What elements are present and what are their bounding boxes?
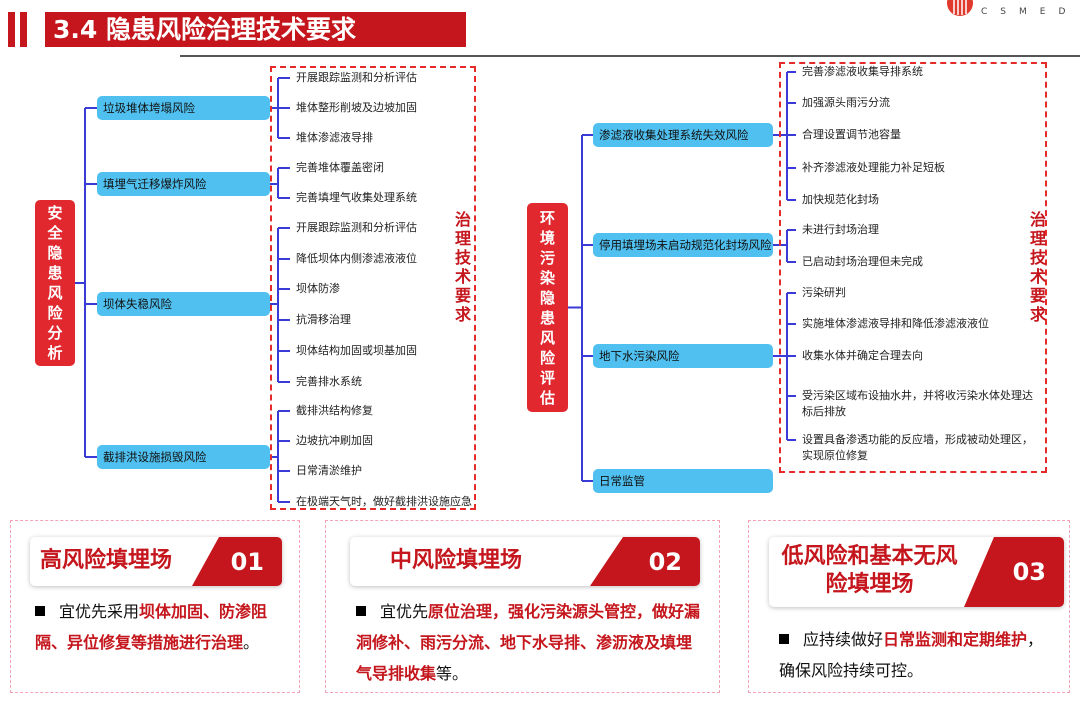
card-text: 宜优先原位治理，强化污染源头管控，做好漏洞修补、雨污分流、地下水导排、渗沥液及填…	[356, 602, 701, 683]
connector-lines	[75, 71, 796, 503]
left-requirement-item: 在极端天气时，做好截排洪设施应急	[296, 495, 472, 508]
right-root-node: 环境污染隐患风险评估	[527, 203, 568, 412]
card-header: 高风险填埋场 01	[30, 537, 282, 586]
left-requirement-item: 坝体防渗	[296, 282, 340, 295]
right-category[interactable]: 停用填埋场未启动规范化封场风险	[593, 233, 773, 257]
page-title: 3.4 隐患风险治理技术要求	[45, 12, 466, 47]
card-number: 03	[964, 537, 1064, 607]
logo: CSMED	[945, 0, 1080, 18]
right-requirement-item: 收集水体并确定合理去向	[802, 349, 923, 362]
left-requirement-item: 坝体结构加固或坝基加固	[296, 344, 417, 357]
card-text: 应持续做好日常监测和定期维护，确保风险持续可控。	[779, 630, 1044, 680]
left-requirements-box	[270, 66, 476, 510]
left-requirement-item: 边坡抗冲刷加固	[296, 434, 373, 447]
left-requirement-item: 抗滑移治理	[296, 313, 351, 326]
left-requirement-item: 完善排水系统	[296, 375, 362, 388]
right-requirement-item: 完善渗滤液收集导排系统	[802, 65, 923, 78]
left-category[interactable]: 截排洪设施损毁风险	[97, 445, 270, 469]
right-requirement-item: 未进行封场治理	[802, 223, 879, 236]
card-medium-risk: 中风险填埋场 02 宜优先原位治理，强化污染源头管控，做好漏洞修补、雨污分流、地…	[325, 520, 720, 693]
card-number: 01	[192, 537, 282, 586]
card-text: 宜优先采用坝体加固、防渗阻隔、异位修复等措施进行治理。	[35, 602, 268, 652]
left-requirement-item: 堆体渗滤液导排	[296, 131, 373, 144]
divider	[180, 55, 1080, 57]
right-requirement-item: 加快规范化封场	[802, 193, 879, 206]
card-low-risk: 低风险和基本无风险填埋场 03 应持续做好日常监测和定期维护，确保风险持续可控。	[748, 520, 1070, 693]
card-number: 02	[590, 537, 700, 586]
svg-text:CSMED: CSMED	[981, 7, 1078, 17]
left-root-node: 安全隐患风险分析	[35, 200, 75, 366]
bullet-icon	[35, 606, 45, 616]
left-requirement-item: 完善堆体覆盖密闭	[296, 161, 384, 174]
right-requirements-box	[779, 62, 1047, 473]
right-requirement-item: 补齐渗滤液处理能力补足短板	[802, 161, 945, 174]
left-requirement-item: 降低坝体内侧渗滤液液位	[296, 252, 417, 265]
bullet-icon	[779, 634, 789, 644]
card-header: 低风险和基本无风险填埋场 03	[769, 537, 1064, 607]
right-side-label: 治理技术要求	[1029, 210, 1046, 324]
right-requirement-item: 合理设置调节池容量	[802, 128, 901, 141]
right-requirement-item: 已启动封场治理但未完成	[802, 255, 923, 268]
title-accent-bar	[8, 12, 15, 47]
right-requirement-item: 加强源头雨污分流	[802, 96, 890, 109]
bullet-icon	[356, 606, 366, 616]
card-title: 高风险填埋场	[40, 548, 173, 573]
card-header: 中风险填埋场 02	[350, 537, 700, 586]
left-requirement-item: 日常清淤维护	[296, 464, 362, 477]
right-requirement-item: 污染研判	[802, 286, 846, 299]
right-category[interactable]: 渗滤液收集处理系统失效风险	[593, 123, 773, 147]
left-requirement-item: 开展跟踪监测和分析评估	[296, 221, 417, 234]
card-title: 中风险填埋场	[390, 548, 523, 573]
left-requirement-item: 完善填埋气收集处理系统	[296, 191, 417, 204]
card-title: 低风险和基本无风险填埋场	[781, 544, 958, 597]
left-side-label: 治理技术要求	[454, 210, 471, 324]
card-high-risk: 高风险填埋场 01 宜优先采用坝体加固、防渗阻隔、异位修复等措施进行治理。	[10, 520, 300, 693]
left-category[interactable]: 坝体失稳风险	[97, 292, 270, 316]
left-requirement-item: 堆体整形削坡及边坡加固	[296, 101, 417, 114]
left-requirement-item: 截排洪结构修复	[296, 404, 373, 417]
right-requirement-item: 设置具备渗透功能的反应墙，形成被动处理区，实现原位修复	[802, 433, 1033, 462]
right-requirement-item: 实施堆体渗滤液导排和降低渗滤液液位	[802, 317, 989, 330]
left-category[interactable]: 填埋气迁移爆炸风险	[97, 172, 270, 196]
right-category[interactable]: 地下水污染风险	[593, 344, 773, 368]
left-category[interactable]: 垃圾堆体垮塌风险	[97, 96, 270, 120]
title-accent-bar	[20, 12, 27, 47]
left-requirement-item: 开展跟踪监测和分析评估	[296, 71, 417, 84]
right-requirement-item: 受污染区域布设抽水井，并将收污染水体处理达标后排放	[802, 389, 1033, 418]
right-category[interactable]: 日常监管	[593, 469, 773, 493]
